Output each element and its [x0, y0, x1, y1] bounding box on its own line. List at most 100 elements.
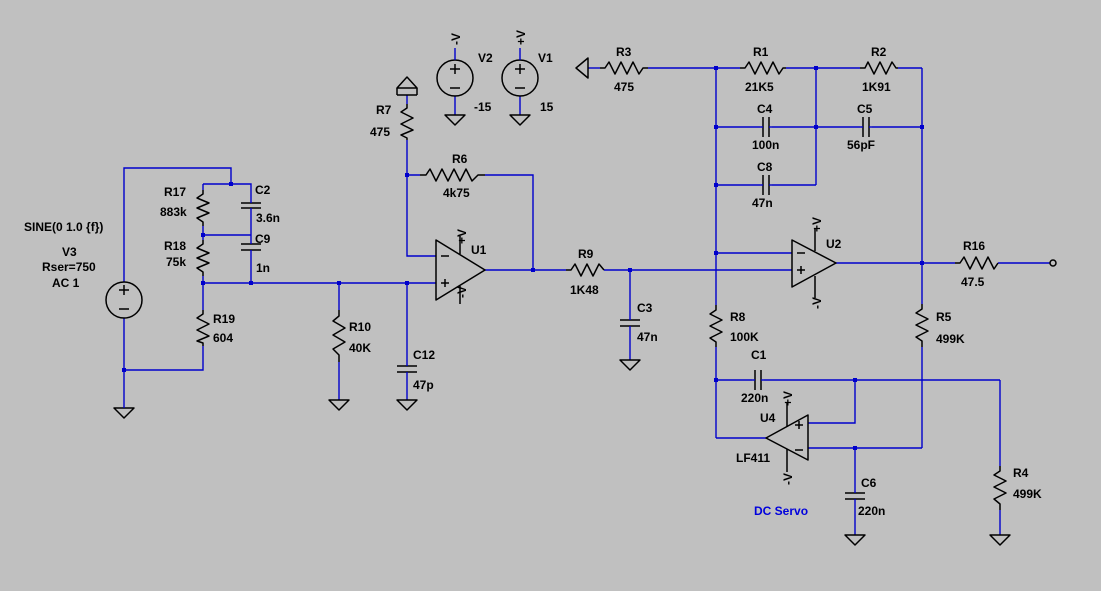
c3-value: 47n	[637, 330, 658, 344]
r6-value: 4k75	[443, 186, 470, 200]
u2-symbol	[791, 228, 837, 298]
ground-c6	[844, 534, 866, 546]
r2-name: R2	[871, 45, 887, 59]
v3-symbol	[105, 281, 143, 319]
ground-v1	[509, 114, 531, 126]
c4-name: C4	[757, 102, 773, 116]
c8-name: C8	[757, 160, 773, 174]
c12-symbol	[397, 360, 417, 380]
v2-value: -15	[474, 100, 492, 114]
u1-neg-rail: -V	[455, 286, 469, 298]
c6-name: C6	[861, 476, 877, 490]
r4-zigzag	[993, 466, 1007, 510]
r1-value: 21K5	[745, 80, 774, 94]
u2-pos-rail: +V	[810, 217, 824, 232]
r7-zigzag	[400, 104, 414, 140]
r18-zigzag	[196, 240, 210, 276]
c6-value: 220n	[858, 504, 885, 518]
v1-name: V1	[538, 51, 553, 65]
dc-servo-comment: DC Servo	[754, 504, 808, 518]
r3-ground-flag	[575, 57, 589, 79]
voltage-sources	[105, 48, 539, 319]
c4-symbol	[760, 117, 772, 137]
r4-name: R4	[1013, 466, 1029, 480]
v2-rail-label: -V	[449, 33, 463, 45]
ports	[396, 57, 1057, 267]
u4-model: LF411	[736, 451, 770, 465]
u4-name: U4	[760, 411, 776, 425]
v3-name: V3	[62, 245, 77, 259]
c8-symbol	[760, 175, 772, 195]
r17-value: 883k	[160, 205, 187, 219]
v3-ac: AC 1	[52, 276, 80, 290]
ground-r4	[989, 534, 1011, 546]
c3-name: C3	[637, 301, 653, 315]
v1-value: 15	[540, 100, 554, 114]
u4-symbol	[765, 402, 809, 472]
c5-name: C5	[857, 102, 873, 116]
r17-zigzag	[196, 190, 210, 226]
r19-value: 604	[213, 331, 233, 345]
c12-name: C12	[413, 348, 435, 362]
r16-name: R16	[963, 239, 985, 253]
c6-symbol	[845, 490, 865, 502]
r3-zigzag	[600, 61, 648, 75]
u2-name: U2	[826, 237, 842, 251]
c4-value: 100n	[752, 138, 779, 152]
r6-name: R6	[452, 152, 468, 166]
r9-zigzag	[566, 263, 605, 277]
c12-value: 47p	[413, 378, 434, 392]
r7-ground-flag	[396, 76, 418, 89]
u4-neg-rail: -V	[781, 473, 795, 485]
r17-name: R17	[164, 185, 186, 199]
r19-name: R19	[213, 312, 235, 326]
r6-zigzag	[420, 168, 485, 182]
r19-zigzag	[196, 310, 210, 346]
c8-value: 47n	[752, 196, 773, 210]
r16-value: 47.5	[961, 275, 985, 289]
r1-name: R1	[753, 45, 769, 59]
r8-zigzag	[709, 305, 723, 347]
ground-c3	[619, 359, 641, 371]
r2-value: 1K91	[862, 80, 891, 94]
v2-symbol	[436, 48, 474, 97]
c2-value: 3.6n	[256, 211, 280, 225]
r10-value: 40K	[349, 341, 371, 355]
junctions	[122, 66, 924, 450]
c3-symbol	[620, 315, 640, 335]
c2-name: C2	[255, 183, 271, 197]
u1-pos-rail: +V	[455, 229, 469, 244]
grounds	[113, 114, 1011, 546]
v2-name: V2	[478, 51, 493, 65]
v1-symbol	[501, 48, 539, 97]
r9-value: 1K48	[570, 283, 599, 297]
c1-name: C1	[751, 348, 767, 362]
v3-spec: SINE(0 1.0 {f})	[24, 220, 103, 234]
c9-symbol	[241, 238, 261, 258]
r7-name: R7	[376, 103, 392, 117]
u2-neg-rail: -V	[810, 297, 824, 309]
r9-name: R9	[578, 247, 594, 261]
ground-c12	[396, 399, 418, 411]
u1-name: U1	[471, 243, 487, 257]
c9-value: 1n	[256, 261, 270, 275]
ground-v2	[444, 114, 466, 126]
r5-value: 499K	[936, 332, 965, 346]
v1-rail-label: +V	[514, 30, 528, 45]
c5-value: 56pF	[847, 138, 875, 152]
r18-name: R18	[164, 239, 186, 253]
ground-r10	[328, 399, 350, 411]
r5-zigzag	[915, 304, 929, 347]
r1-zigzag	[740, 61, 786, 75]
wires	[123, 67, 1050, 535]
c5-symbol	[860, 117, 872, 137]
ground-v3	[113, 407, 135, 419]
r18-value: 75k	[166, 255, 186, 269]
resistors	[196, 61, 1007, 510]
r4-value: 499K	[1013, 487, 1042, 501]
r5-name: R5	[936, 310, 952, 324]
r8-value: 100K	[730, 330, 759, 344]
c1-symbol	[752, 370, 764, 390]
r8-name: R8	[730, 310, 746, 324]
